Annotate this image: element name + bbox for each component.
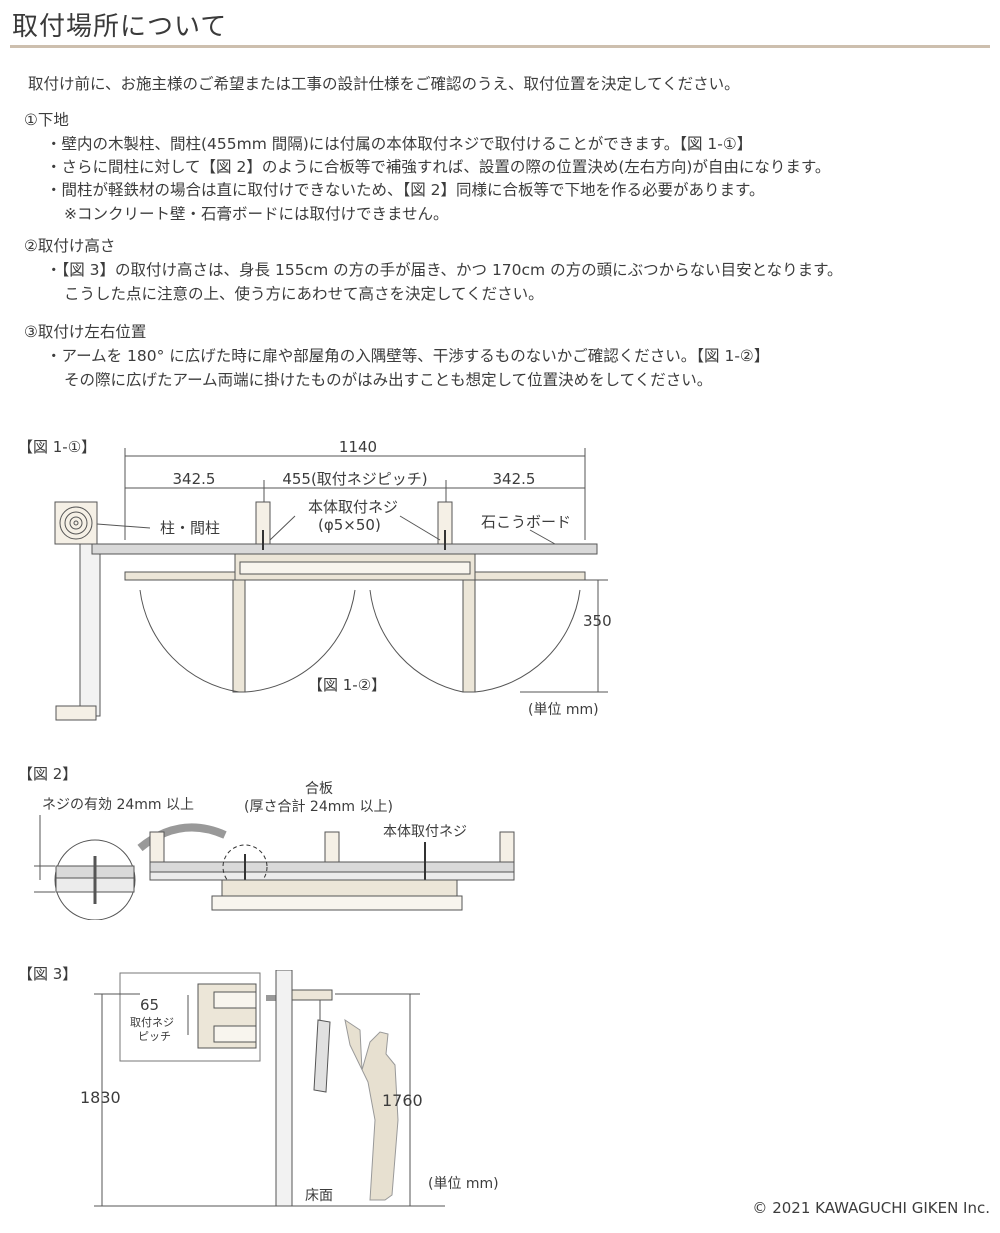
dim-total: 1140 [339, 438, 377, 456]
wall [275, 970, 293, 1207]
person-figure [344, 1018, 399, 1201]
bracket-body-2 [211, 879, 463, 911]
fig1-dimension-lines [124, 448, 608, 693]
page-title: 取付場所について [12, 12, 228, 42]
dim-1760: 1760 [382, 1091, 423, 1110]
section-heading-base: ①下地 [24, 111, 69, 129]
magnify-arrow [137, 823, 227, 852]
swing-arcs [139, 589, 581, 693]
pillar-section [54, 501, 98, 545]
inset-bracket [197, 983, 257, 1049]
label-effective: ネジの有効 24mm 以上 [42, 797, 194, 813]
side-wall [55, 543, 101, 721]
dim-mid: 455(取付ネジピッチ) [282, 470, 427, 488]
section-line: ※コンクリート壁・石膏ボードには取付けできません。 [64, 205, 449, 223]
hanging-cloth [313, 1019, 331, 1093]
side-bracket [291, 989, 333, 1001]
copyright: © 2021 KAWAGUCHI GIKEN Inc. [752, 1199, 990, 1217]
dim-1830: 1830 [80, 1088, 121, 1107]
bracket-body [124, 553, 586, 693]
wall-plywood [149, 831, 515, 881]
magnified-detail [54, 839, 136, 920]
dim-height: 350 [583, 612, 612, 630]
dim-right: 342.5 [493, 470, 536, 488]
detail-circle [222, 844, 268, 890]
label-board: 石こうボード [481, 513, 571, 531]
label-screw-2: 本体取付ネジ [383, 824, 467, 840]
fig3-label: 【図 3】 [18, 965, 78, 983]
fig3-unit: (単位 mm) [428, 1176, 499, 1192]
section-heading-position: ③取付け左右位置 [24, 323, 147, 341]
section-line: その際に広げたアーム両端に掛けたものがはみ出すことも想定して位置決めをしてくださ… [64, 371, 713, 389]
figure-3-diagram: 65 取付ネジ ピッチ 1830 1760 床面 (単位 mm) [80, 970, 499, 1207]
section-line: ・壁内の木製柱、間柱(455mm 間隔)には付属の本体取付ネジで取付けることがで… [46, 135, 753, 153]
section-line: ・さらに間柱に対して【図 2】のように合板等で補強すれば、設置の際の位置決め(左… [46, 158, 831, 176]
section-heading-height: ②取付け高さ [24, 237, 116, 255]
fig1-unit: (単位 mm) [528, 702, 599, 718]
fig1-sublabel: 【図 1-②】 [308, 676, 386, 694]
fig2-label: 【図 2】 [18, 765, 78, 783]
label-plywood-note: (厚さ合計 24mm 以上) [244, 799, 393, 815]
pitch-note-1: 取付ネジ [130, 1016, 174, 1029]
figure-2-diagram: ネジの有効 24mm 以上 合板 (厚さ合計 24mm 以上) 本体取付ネジ [34, 781, 515, 920]
figure-1-diagram: 1140 342.5 455(取付ネジピッチ) 342.5 350 柱・間柱 石… [54, 438, 612, 721]
label-pillar: 柱・間柱 [160, 519, 220, 537]
gypsum-board [91, 543, 598, 555]
label-screw: 本体取付ネジ [308, 498, 398, 516]
section-line: こうした点に注意の上、使う方にあわせて高さを決定してください。 [64, 285, 544, 303]
title-divider [10, 45, 990, 48]
dim-left: 342.5 [173, 470, 216, 488]
section-line: ・【図 3】の取付け高さは、身長 155cm の方の手が届き、かつ 170cm … [46, 261, 843, 279]
label-screw-size: (φ5×50) [318, 516, 381, 534]
dim-pitch: 65 [140, 996, 159, 1014]
floor-label: 床面 [305, 1188, 333, 1204]
label-plywood: 合板 [305, 781, 333, 797]
intro-text: 取付け前に、お施主様のご希望または工事の設計仕様をご確認のうえ、取付位置を決定し… [28, 75, 740, 93]
section-line: ・間柱が軽鉄材の場合は直に取付けできないため、【図 2】同様に合板等で下地を作る… [46, 181, 765, 199]
fig1-label: 【図 1-①】 [18, 438, 97, 456]
pitch-note-2: ピッチ [138, 1030, 171, 1043]
section-line: ・アームを 180° に広げた時に扉や部屋角の入隅壁等、干渉するものないかご確認… [46, 347, 770, 365]
